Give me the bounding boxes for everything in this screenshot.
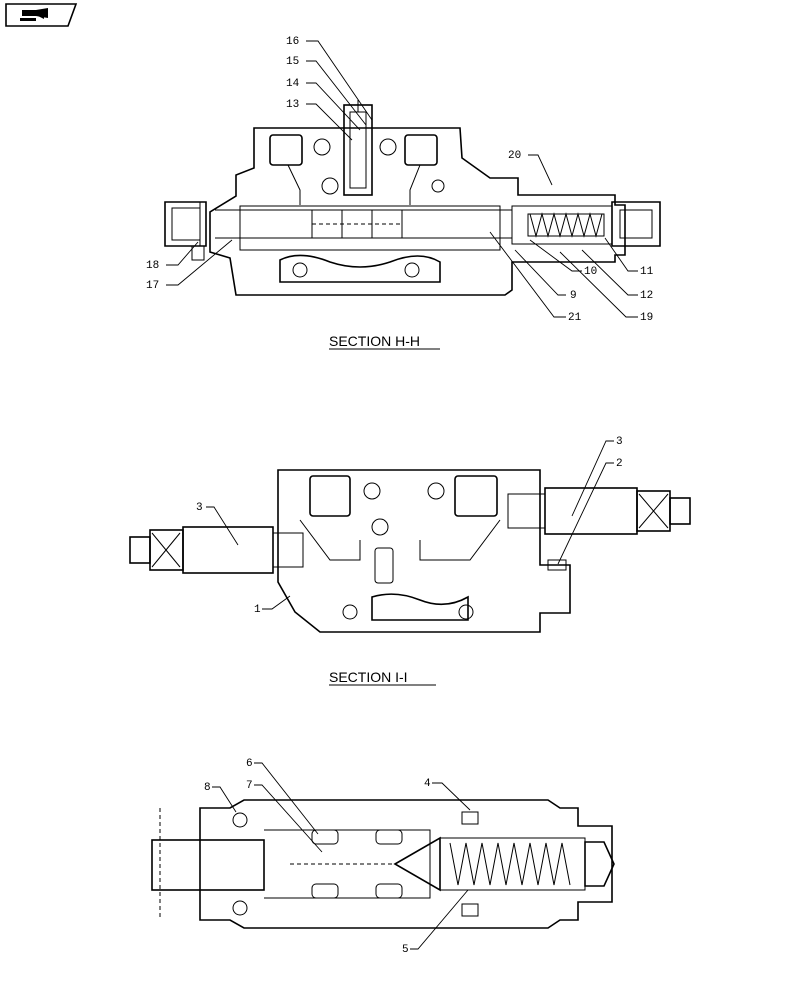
section-i-i-drawing: [129, 469, 691, 633]
relief-valve-detail-callouts: 6 7 8 4 5: [204, 758, 471, 956]
section-i-i-callouts: 3 2 3 1: [196, 436, 623, 616]
svg-text:1: 1: [254, 604, 261, 616]
svg-text:19: 19: [640, 312, 653, 324]
section-h-h-callouts: 16 15 14 13 20 18 17 9 21 10 11 12 19: [146, 36, 654, 324]
back-nav-button[interactable]: [5, 3, 78, 27]
section-h-h-drawing: [164, 100, 661, 296]
svg-text:3: 3: [196, 502, 203, 514]
svg-text:4: 4: [424, 778, 431, 790]
svg-text:17: 17: [146, 280, 159, 292]
section-i-i-caption: SECTION I-I: [329, 669, 408, 685]
svg-text:16: 16: [286, 36, 299, 48]
svg-text:15: 15: [286, 56, 299, 68]
return-arrow-icon: [20, 8, 48, 21]
svg-text:6: 6: [246, 758, 253, 770]
section-h-h-caption: SECTION H-H: [329, 333, 420, 349]
svg-text:13: 13: [286, 99, 299, 111]
relief-valve-detail-drawing: [151, 799, 615, 929]
svg-text:11: 11: [640, 266, 654, 278]
svg-text:20: 20: [508, 150, 521, 162]
svg-text:7: 7: [246, 780, 253, 792]
svg-text:14: 14: [286, 78, 300, 90]
svg-text:9: 9: [570, 290, 577, 302]
svg-text:10: 10: [584, 266, 597, 278]
svg-text:2: 2: [616, 458, 623, 470]
nav-tab-frame: [5, 3, 78, 27]
svg-text:8: 8: [204, 782, 211, 794]
svg-text:3: 3: [616, 436, 623, 448]
svg-text:5: 5: [402, 944, 409, 956]
svg-text:18: 18: [146, 260, 159, 272]
svg-text:12: 12: [640, 290, 653, 302]
svg-text:21: 21: [568, 312, 582, 324]
